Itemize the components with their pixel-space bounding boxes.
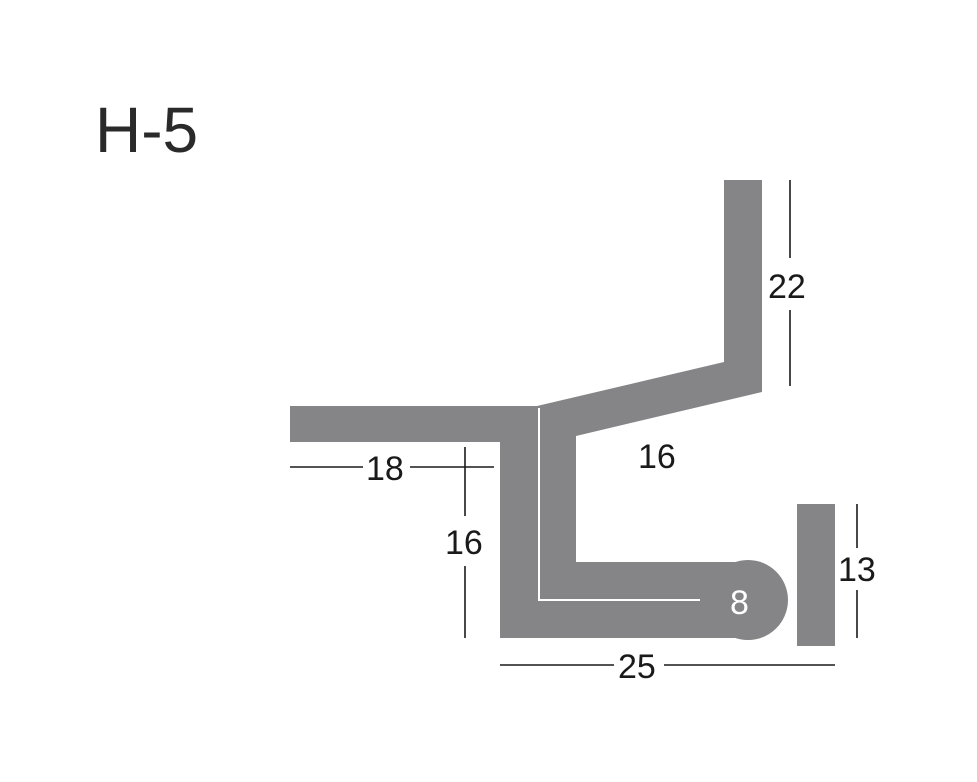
profile-main-body [290,180,762,638]
dim-label-inner-height: 16 [445,524,483,562]
profile-strip [797,504,835,646]
dim-label-flange-width: 18 [366,450,404,488]
profile-title: H-5 [95,94,198,166]
dim-label-strip-height: 13 [838,551,876,589]
profile-seam-line [538,408,700,601]
dim-label-base-width: 25 [618,648,656,686]
dim-label-bead: 8 [730,584,749,622]
bead-circle [708,560,788,640]
dim-label-diagonal: 16 [638,438,676,476]
dim-label-top-height: 22 [768,268,806,306]
